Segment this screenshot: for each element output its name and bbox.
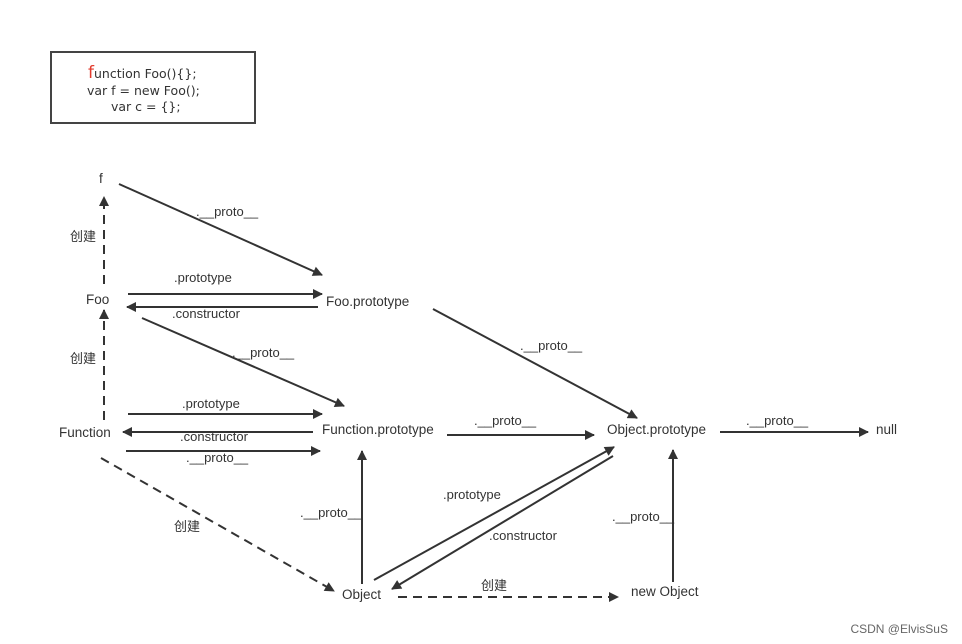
- label-create-foo: 创建: [70, 351, 97, 366]
- label-object-constructor: .constructor: [489, 528, 557, 543]
- node-function-prototype: Function.prototype: [322, 422, 434, 437]
- label-funcproto-objproto: .__proto__: [474, 413, 537, 428]
- code-line-1-rest: unction Foo(){};: [94, 66, 197, 81]
- label-create-f: 创建: [70, 229, 97, 244]
- edge-f-to-foo-prototype: [118, 183, 323, 276]
- label-fooproto-objproto: .__proto__: [520, 338, 583, 353]
- node-function: Function: [59, 425, 111, 440]
- label-create-object: 创建: [174, 519, 201, 534]
- label-newobj-objproto: .__proto__: [612, 509, 675, 524]
- label-f-proto: .__proto__: [196, 204, 259, 219]
- watermark: CSDN @ElvisSuS: [850, 622, 948, 636]
- label-function-proto: .__proto__: [186, 450, 249, 465]
- code-line-1: function Foo(){};: [88, 63, 197, 83]
- label-foo-prototype: .prototype: [174, 270, 232, 285]
- label-object-funcproto: .__proto__: [300, 505, 363, 520]
- node-foo-prototype: Foo.prototype: [326, 294, 410, 309]
- label-create-new-object: 创建: [481, 578, 508, 593]
- code-line-3: var c = {};: [111, 99, 181, 114]
- label-foo-proto: .__proto__: [232, 345, 295, 360]
- node-foo: Foo: [86, 292, 110, 307]
- node-object-prototype: Object.prototype: [607, 422, 707, 437]
- edge-object-prototype: [373, 446, 615, 581]
- node-f: f: [99, 171, 103, 186]
- code-line-2: var f = new Foo();: [87, 83, 200, 98]
- label-foo-constructor: .constructor: [172, 306, 240, 321]
- edge-foo-prototype-to-object-prototype: [432, 308, 638, 419]
- label-object-prototype: .prototype: [443, 487, 501, 502]
- label-function-constructor: .constructor: [180, 429, 248, 444]
- node-null: null: [876, 422, 898, 437]
- label-objproto-null: .__proto__: [746, 413, 809, 428]
- node-new-object: new Object: [631, 584, 699, 599]
- edge-foo-to-function-prototype: [141, 317, 345, 407]
- label-function-prototype: .prototype: [182, 396, 240, 411]
- code-box: function Foo(){}; var f = new Foo(); var…: [50, 51, 256, 124]
- node-object: Object: [342, 587, 382, 602]
- edge-object-constructor: [391, 455, 614, 590]
- code-line-1-first-letter: f: [88, 63, 94, 83]
- edge-create-object: [100, 457, 335, 592]
